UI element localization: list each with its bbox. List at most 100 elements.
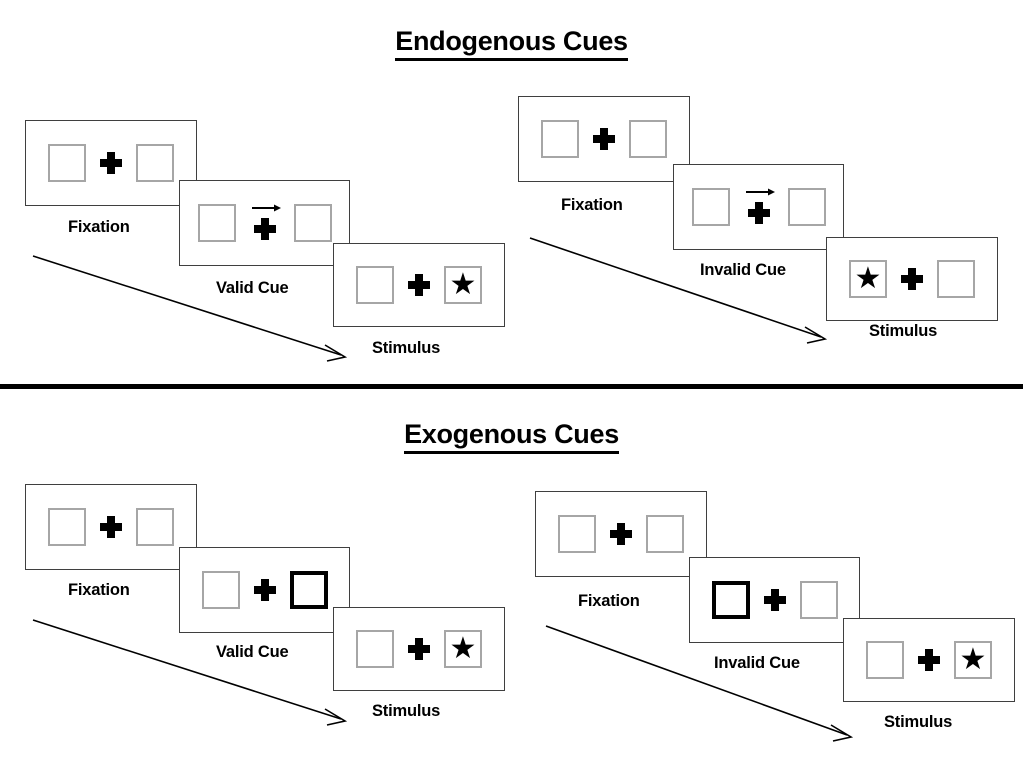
left-cued-box	[711, 581, 750, 619]
right-placeholder-box	[293, 204, 332, 242]
caption-exogenous-valid-stimulus: Stimulus	[372, 702, 441, 720]
panel-content	[26, 121, 196, 205]
fixation-cross-icon	[610, 520, 632, 548]
fixation-cross-icon	[100, 513, 122, 541]
left-placeholder-box	[197, 204, 236, 242]
left-target-box: ★	[849, 260, 887, 298]
panel-content	[690, 558, 859, 642]
caption-endogenous-invalid-cue: Invalid Cue	[700, 261, 786, 279]
time-flow-arrow-exogenous-invalid	[545, 625, 854, 742]
caption-endogenous-invalid-fixation: Fixation	[561, 196, 623, 214]
right-placeholder-box	[799, 581, 838, 619]
central-cue-group	[250, 203, 281, 243]
left-placeholder-box	[48, 144, 86, 182]
right-target-box: ★	[444, 630, 482, 668]
fixation-cross-icon	[747, 199, 770, 227]
fixation-cross-icon	[408, 271, 430, 299]
panel-endogenous-valid-cue	[179, 180, 350, 266]
panel-content: ★	[844, 619, 1014, 701]
right-placeholder-box	[787, 188, 826, 226]
right-placeholder-box	[646, 515, 684, 553]
panel-exogenous-invalid-stimulus: ★	[843, 618, 1015, 702]
stimulus-row	[48, 508, 174, 546]
caption-exogenous-invalid-fixation: Fixation	[578, 592, 640, 610]
fixation-cross-icon	[901, 265, 923, 293]
panel-endogenous-invalid-stimulus: ★	[826, 237, 998, 321]
stimulus-row	[48, 144, 174, 182]
stimulus-row	[197, 203, 332, 243]
stimulus-row: ★	[849, 260, 975, 298]
panel-content	[519, 97, 689, 181]
panel-endogenous-invalid-cue	[673, 164, 844, 250]
right-target-box: ★	[444, 266, 482, 304]
section-divider	[0, 384, 1023, 389]
panel-content: ★	[827, 238, 997, 320]
right-arrow-cue-icon	[745, 188, 775, 196]
panel-exogenous-invalid-fixation	[535, 491, 707, 577]
section-title-endogenous-text: Endogenous Cues	[395, 26, 628, 61]
caption-endogenous-valid-cue: Valid Cue	[216, 279, 289, 297]
panel-exogenous-valid-fixation	[25, 484, 197, 570]
left-placeholder-box	[48, 508, 86, 546]
left-placeholder-box	[201, 571, 240, 609]
central-cue-group	[744, 187, 775, 227]
star-icon: ★	[449, 267, 477, 302]
panel-exogenous-invalid-cue	[689, 557, 860, 643]
stimulus-row: ★	[356, 630, 482, 668]
stimulus-row	[201, 571, 328, 609]
right-arrow-cue-icon	[251, 204, 281, 212]
panel-content	[536, 492, 706, 576]
caption-endogenous-invalid-stimulus: Stimulus	[869, 322, 938, 340]
left-placeholder-box	[558, 515, 596, 553]
time-flow-arrow-endogenous-invalid	[529, 237, 828, 344]
left-placeholder-box	[356, 266, 394, 304]
fixation-cross-icon	[100, 149, 122, 177]
section-title-exogenous-text: Exogenous Cues	[404, 419, 619, 454]
caption-endogenous-valid-fixation: Fixation	[68, 218, 130, 236]
right-placeholder-box	[136, 508, 174, 546]
fixation-cross-icon	[918, 646, 940, 674]
stimulus-row	[541, 120, 667, 158]
section-title-endogenous: Endogenous Cues	[0, 26, 1023, 61]
right-cued-box	[289, 571, 328, 609]
fixation-cross-icon	[253, 576, 276, 604]
panel-exogenous-valid-cue	[179, 547, 350, 633]
time-flow-arrow-endogenous-valid	[32, 255, 348, 362]
caption-endogenous-valid-stimulus: Stimulus	[372, 339, 441, 357]
section-title-exogenous: Exogenous Cues	[0, 419, 1023, 454]
panel-content	[180, 181, 349, 265]
right-placeholder-box	[136, 144, 174, 182]
stimulus-row	[558, 515, 684, 553]
left-placeholder-box	[866, 641, 904, 679]
left-placeholder-box	[356, 630, 394, 668]
left-placeholder-box	[541, 120, 579, 158]
fixation-cross-icon	[593, 125, 615, 153]
panel-content	[674, 165, 843, 249]
right-placeholder-box	[629, 120, 667, 158]
panel-endogenous-valid-fixation	[25, 120, 197, 206]
caption-exogenous-invalid-cue: Invalid Cue	[714, 654, 800, 672]
fixation-cross-icon	[408, 635, 430, 663]
panel-content: ★	[334, 244, 504, 326]
panel-endogenous-invalid-fixation	[518, 96, 690, 182]
time-flow-arrow-exogenous-valid	[32, 619, 348, 726]
fixation-cross-icon	[763, 586, 786, 614]
star-icon: ★	[959, 642, 987, 677]
panel-content	[180, 548, 349, 632]
caption-exogenous-invalid-stimulus: Stimulus	[884, 713, 953, 731]
stimulus-row	[711, 581, 838, 619]
caption-exogenous-valid-fixation: Fixation	[68, 581, 130, 599]
right-target-box: ★	[954, 641, 992, 679]
panel-endogenous-valid-stimulus: ★	[333, 243, 505, 327]
star-icon: ★	[449, 631, 477, 666]
caption-exogenous-valid-cue: Valid Cue	[216, 643, 289, 661]
left-placeholder-box	[691, 188, 730, 226]
panel-content: ★	[334, 608, 504, 690]
fixation-cross-icon	[253, 215, 276, 243]
stimulus-row: ★	[356, 266, 482, 304]
panel-exogenous-valid-stimulus: ★	[333, 607, 505, 691]
panel-content	[26, 485, 196, 569]
right-placeholder-box	[937, 260, 975, 298]
star-icon: ★	[854, 261, 882, 296]
stimulus-row	[691, 187, 826, 227]
